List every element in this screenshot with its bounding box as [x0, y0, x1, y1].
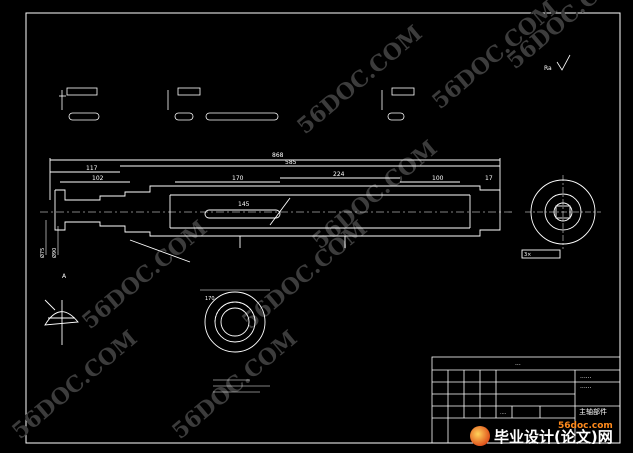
title-row-label: ···· [500, 411, 507, 417]
dim-dia2: Ø90 [51, 248, 58, 258]
roughness-symbol [556, 54, 571, 71]
title-school-line1: ······ [580, 375, 592, 382]
left-vertical-dims [45, 220, 59, 255]
bearing-ring-view [200, 289, 270, 353]
watermark-layer: 56DOC.COM 56DOC.COM 56DOC.COM 56DOC.COM … [7, 0, 633, 445]
section-detail [44, 299, 79, 345]
keyway-detail-1 [59, 87, 100, 121]
site-logo[interactable]: 毕业设计(论文)网 [470, 424, 613, 448]
dim-seg: 224 [333, 171, 345, 178]
keyway-detail-2 [167, 87, 279, 121]
title-heading: ··· [515, 362, 521, 369]
dim-left1: 117 [86, 165, 98, 172]
dim-dia1: Ø75 [39, 248, 46, 258]
watermark-text: 56DOC.COM [167, 325, 302, 444]
title-part-name: 主轴部件 [579, 407, 607, 416]
end-view [521, 175, 601, 259]
dim-small: 17 [485, 175, 493, 182]
watermark-text: 56DOC.COM [292, 20, 427, 139]
dim-slot: 145 [238, 201, 250, 208]
drawing-border [25, 12, 621, 444]
main-shaft [40, 158, 515, 263]
watermark-text: 56DOC.COM [77, 215, 212, 334]
dim-circle: 170 [205, 296, 215, 302]
title-school-line2: ······ [580, 385, 592, 392]
section-label: A [62, 273, 67, 280]
title-block [431, 356, 621, 444]
watermark-text: 56DOC.COM [427, 0, 562, 115]
watermark-text: 56DOC.COM [502, 0, 633, 75]
dim-overall: 868 [272, 152, 284, 159]
dim-seg2: 100 [432, 175, 444, 182]
dim-mid: 170 [232, 175, 244, 182]
watermark-text: 56DOC.COM [237, 215, 372, 334]
note-lines [213, 379, 270, 393]
roughness-label: Ra [544, 65, 552, 72]
dim-left2: 102 [92, 175, 104, 182]
watermark-text: 56DOC.COM [7, 325, 142, 444]
logo-icon [470, 426, 490, 446]
keyway-detail-3 [381, 87, 415, 121]
dim-inner: 585 [285, 159, 297, 166]
gauge-label: 3× [524, 252, 531, 258]
logo-text: 毕业设计(论文)网 [494, 427, 613, 446]
site-url[interactable]: 56doc.com [558, 421, 613, 431]
